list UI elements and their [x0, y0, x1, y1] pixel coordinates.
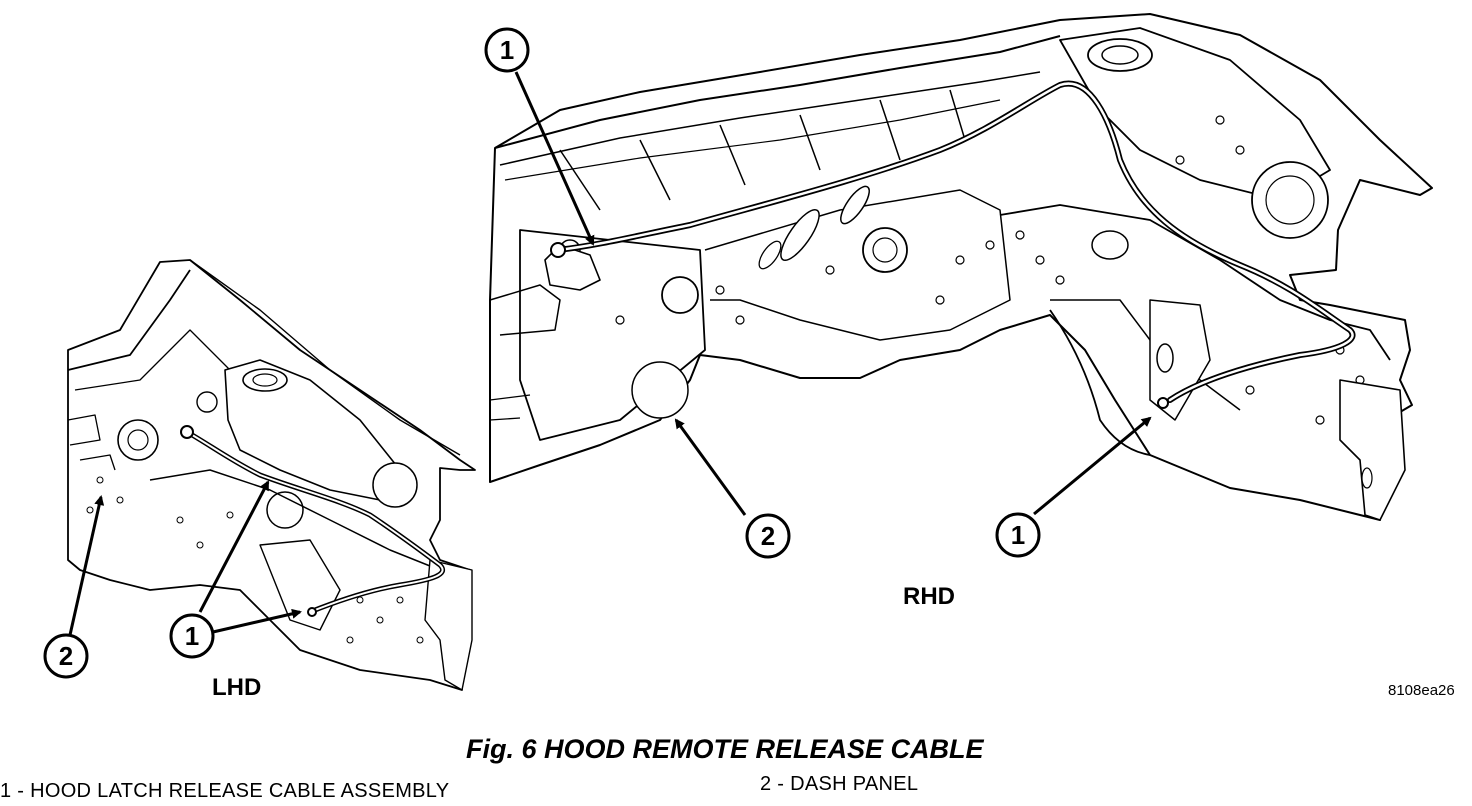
- callout-leaders: [68, 71, 1152, 636]
- lhd-view-label: LHD: [212, 674, 262, 701]
- lhd-cable-end-icon: [307, 607, 317, 617]
- rhd-leader-2: [674, 418, 747, 516]
- rhd-cable-grommet-icon: [550, 242, 566, 258]
- lhd-leader-2: [68, 495, 105, 636]
- drawing-code: 8108ea26: [1388, 682, 1455, 699]
- callout-lhd-1: 1: [185, 621, 199, 651]
- callout-lhd-2: 2: [59, 641, 73, 671]
- callout-rhd-1-bottom: 1: [1011, 520, 1025, 550]
- lhd-cable-grommet-icon: [180, 425, 194, 439]
- lhd-firewall-illustration: [67, 259, 476, 691]
- legend-item-1: 1 - HOOD LATCH RELEASE CABLE ASSEMBLY: [0, 780, 450, 802]
- legend-item-2: 2 - DASH PANEL: [760, 773, 919, 795]
- rhd-view-label: RHD: [903, 583, 955, 610]
- rhd-firewall-illustration: [489, 13, 1433, 521]
- callout-rhd-1-top: 1: [500, 35, 514, 65]
- callout-rhd-2: 2: [761, 521, 775, 551]
- rhd-leader-1-top: [514, 71, 595, 246]
- figure-title: Fig. 6 HOOD REMOTE RELEASE CABLE: [466, 734, 984, 764]
- callout-bubbles: [43, 27, 1041, 679]
- lhd-leader-1b: [212, 608, 302, 634]
- lhd-leader-1a: [198, 480, 270, 613]
- rhd-leader-1-bottom: [1033, 416, 1152, 516]
- rhd-cable-end-icon: [1157, 397, 1169, 409]
